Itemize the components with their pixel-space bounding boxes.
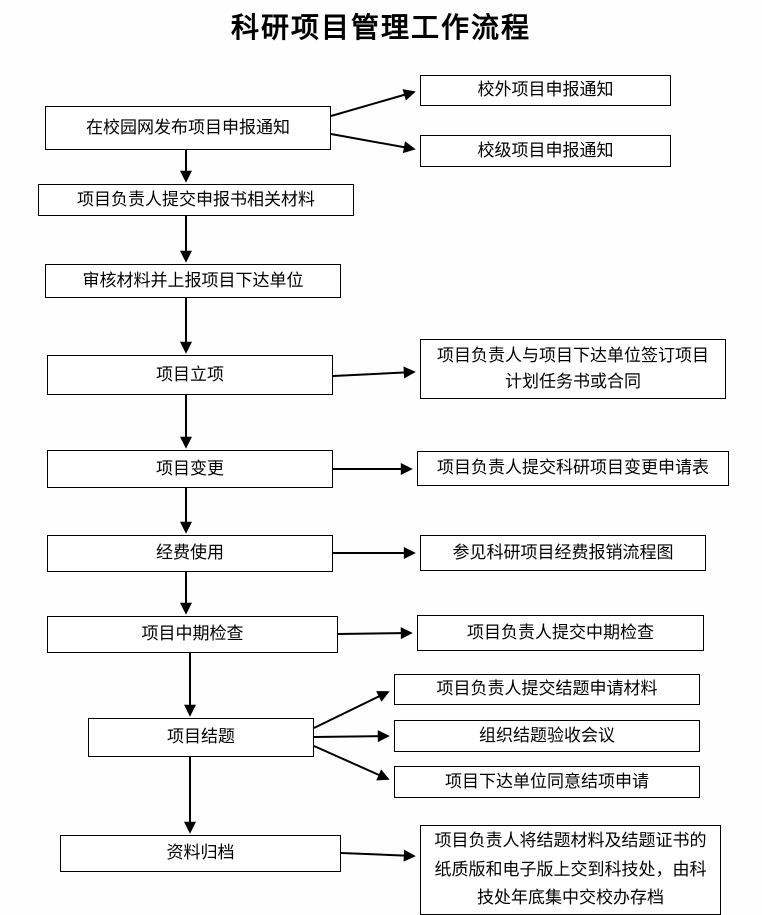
step-publish-notice-box: 在校园网发布项目申报通知 [45,106,331,150]
arrow-midterm-to-submission [337,627,413,640]
side-acceptance-meeting-box: 组织结题验收会议 [394,720,700,752]
side-change-form-box: 项目负责人提交科研项目变更申请表 [417,451,729,486]
step-fund-usage-box: 经费使用 [47,535,333,572]
arrow-approval-to-agreement [332,366,416,379]
step-review-report-box: 审核材料并上报项目下达单位 [45,264,341,298]
arrow-conclusion-to-meeting [313,730,390,743]
page-title: 科研项目管理工作流程 [230,13,531,44]
side-archive-note-box: 项目负责人将结题材料及结题证书的纸质版和电子版上交到科技处，由科技处年底集中交校… [420,825,721,915]
arrow-publish-to-school-notice [330,133,416,154]
arrow-conclusion-to-application [313,691,390,729]
arrow-conclusion-to-unit-approval [313,745,390,781]
side-reimbursement-ref-box: 参见科研项目经费报销流程图 [420,535,706,571]
arrow-publish-to-external-notice [330,89,416,117]
step-project-change-box: 项目变更 [47,450,333,488]
side-sign-agreement-box: 项目负责人与项目下达单位签订项目计划任务书或合同 [420,339,726,399]
side-midterm-submission-box: 项目负责人提交中期检查 [417,615,704,651]
side-conclusion-application-box: 项目负责人提交结题申请材料 [394,674,700,705]
step-project-conclusion-box: 项目结题 [88,718,314,757]
arrow-archive-to-note [340,849,416,862]
side-unit-approval-box: 项目下达单位同意结项申请 [394,766,700,798]
side-school-notice-box: 校级项目申报通知 [420,135,671,167]
step-archive-box: 资料归档 [60,835,341,872]
step-submit-materials-box: 项目负责人提交申报书相关材料 [38,184,354,216]
side-external-notice-box: 校外项目申报通知 [420,75,671,106]
step-project-approval-box: 项目立项 [47,355,333,395]
step-midterm-check-box: 项目中期检查 [47,616,338,653]
